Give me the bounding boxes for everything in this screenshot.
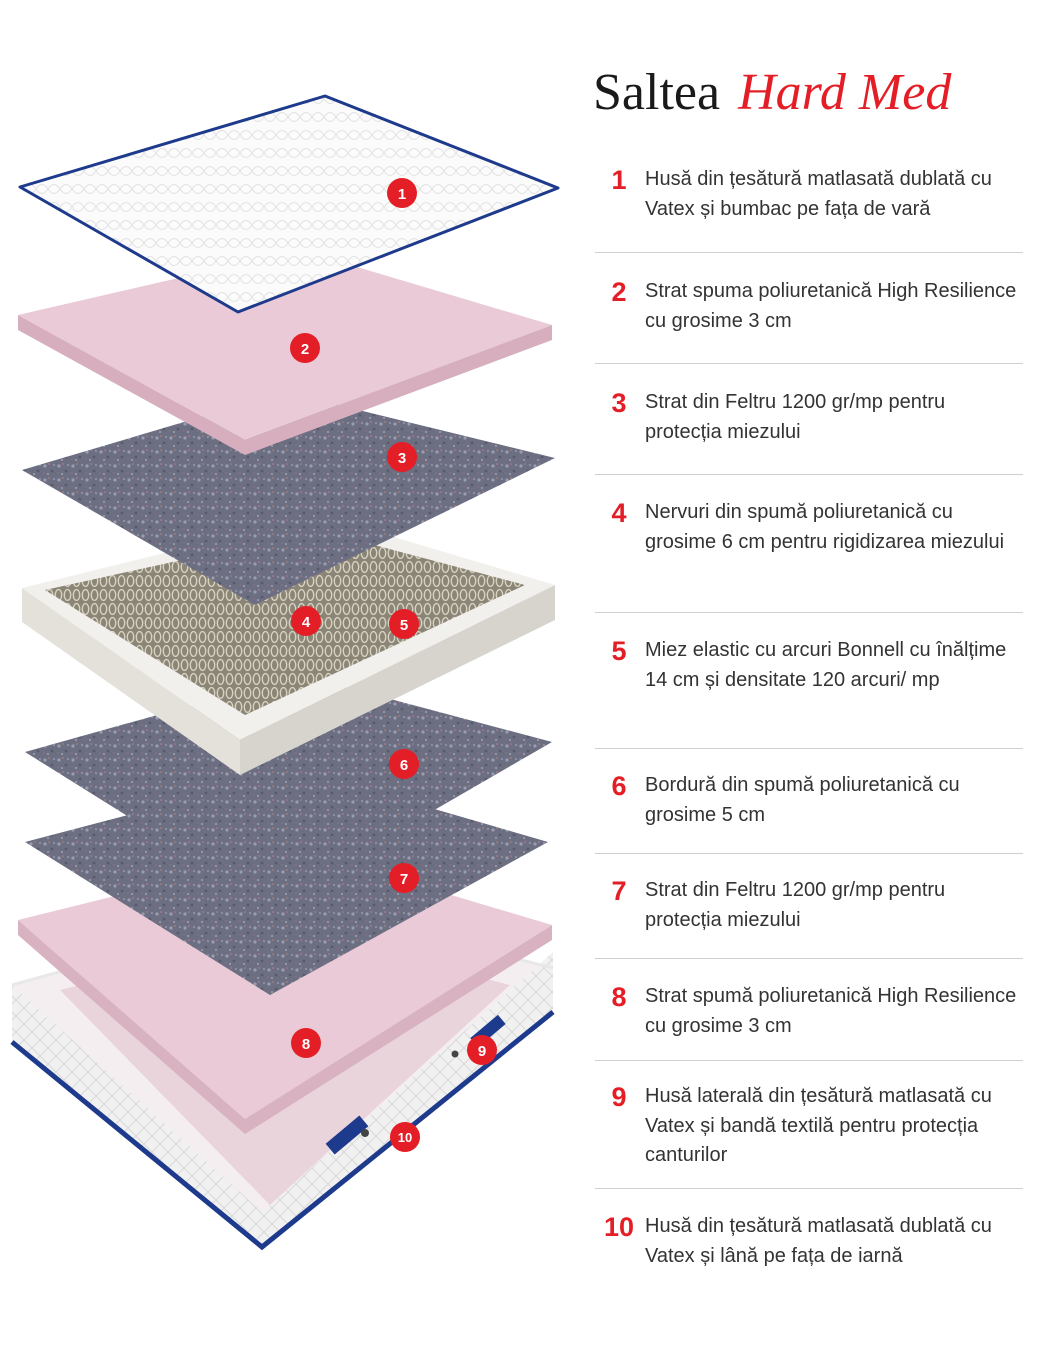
badge-2: 2 <box>290 333 320 363</box>
side-vent <box>451 1050 459 1058</box>
svg-text:5: 5 <box>400 617 408 634</box>
layer-description: Husă laterală din țesătură matlasată cu … <box>645 1085 992 1166</box>
svg-text:2: 2 <box>301 341 309 358</box>
badge-4: 4 <box>291 606 321 636</box>
layer-description: Strat din Feltru 1200 gr/mp pentru prote… <box>645 879 946 931</box>
badge-9: 9 <box>467 1035 497 1065</box>
layer-number: 10 <box>603 1212 635 1242</box>
badge-8: 8 <box>291 1028 321 1058</box>
divider <box>595 1060 1023 1061</box>
svg-text:6: 6 <box>400 757 408 774</box>
divider <box>595 474 1023 475</box>
badge-10: 10 <box>390 1122 420 1152</box>
layer-number: 5 <box>611 636 627 666</box>
layer-description: Strat din Feltru 1200 gr/mp pentru prote… <box>645 391 946 443</box>
divider <box>595 853 1023 854</box>
divider <box>595 958 1023 959</box>
divider <box>595 612 1023 613</box>
box-right-side <box>262 952 553 1247</box>
layer-description: Husă din țesătură matlasată dublată cu V… <box>645 1215 992 1267</box>
divider <box>595 748 1023 749</box>
layer-2-pink-foam <box>18 250 552 455</box>
layer-number: 1 <box>611 165 627 195</box>
layer-description: Husă din țesătură matlasată dublată cu V… <box>645 168 992 220</box>
box-left-side <box>12 985 262 1247</box>
layer-number: 9 <box>611 1082 627 1112</box>
layer-description: Bordură din spumă poliuretanică cu grosi… <box>645 774 960 826</box>
svg-text:1: 1 <box>398 186 406 203</box>
number-badges: 1 2 3 4 5 6 7 8 9 10 <box>290 178 497 1152</box>
badge-1: 1 <box>387 178 417 208</box>
layer-6-felt <box>25 675 552 905</box>
divider <box>595 252 1023 253</box>
side-label-strip <box>325 1115 369 1155</box>
divider <box>595 1188 1023 1189</box>
layer-4-5-spring-core <box>22 515 555 775</box>
svg-text:7: 7 <box>400 871 408 888</box>
side-vent <box>361 1129 369 1137</box>
layer-1-top-cover <box>18 94 560 314</box>
svg-text:3: 3 <box>398 450 406 467</box>
layer-number: 7 <box>611 876 627 906</box>
page-title: Saltea Hard Med <box>593 58 951 128</box>
layer-description: Nervuri din spumă poliuretanică cu grosi… <box>645 501 1005 553</box>
layer-description: Strat spumă poliuretanică High Resilienc… <box>645 985 1017 1037</box>
badge-5: 5 <box>389 609 419 639</box>
layer-number: 3 <box>611 388 627 418</box>
layer-number: 6 <box>611 771 627 801</box>
layer-number: 8 <box>611 982 627 1012</box>
svg-text:4: 4 <box>302 614 311 631</box>
layer-description: Miez elastic cu arcuri Bonnell cu înălți… <box>645 639 1007 691</box>
badge-3: 3 <box>387 442 417 472</box>
mattress-exploded-illustration: 1 2 3 4 5 6 7 8 9 10 <box>10 94 560 1251</box>
badge-7: 7 <box>389 863 419 893</box>
layer-number: 4 <box>611 498 627 528</box>
layer-number: 2 <box>611 277 627 307</box>
title-product: Saltea <box>593 64 721 121</box>
box-piping-bottom <box>10 1010 555 1251</box>
title-model: Hard Med <box>738 64 952 121</box>
divider <box>595 363 1023 364</box>
svg-text:8: 8 <box>302 1036 310 1053</box>
layer-description: Strat spuma poliuretanică High Resilienc… <box>645 280 1017 332</box>
badge-6: 6 <box>389 749 419 779</box>
layer-3-felt <box>22 392 555 605</box>
svg-text:10: 10 <box>398 1130 412 1145</box>
svg-text:9: 9 <box>478 1043 486 1060</box>
